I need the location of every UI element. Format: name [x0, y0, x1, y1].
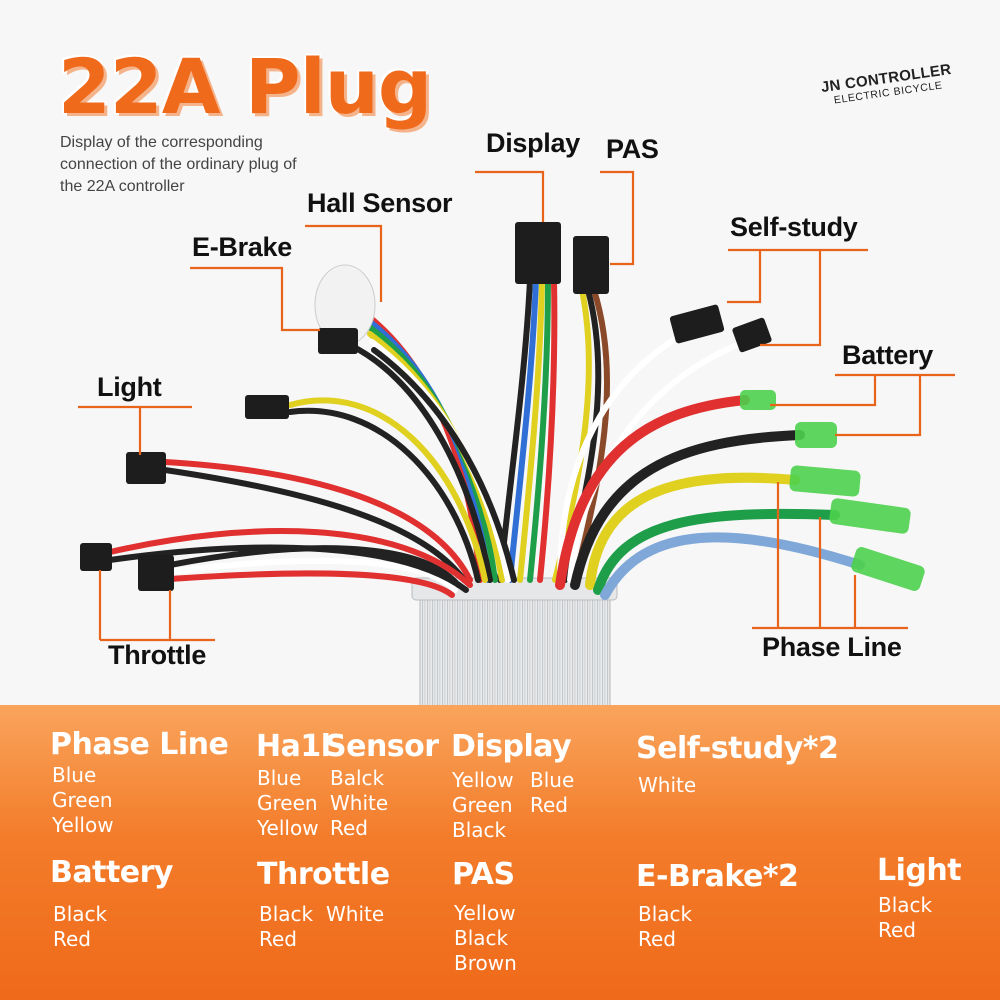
- e-brake-connector-3: [80, 543, 112, 571]
- label-self-study: Self-study: [730, 212, 858, 242]
- battery-terminal-2: [795, 422, 837, 448]
- legend-hall-item: Green: [257, 791, 318, 815]
- legend-throttle-item: Black: [259, 902, 314, 926]
- leader-lines: [78, 170, 955, 642]
- legend-battery-item: Black: [53, 902, 108, 926]
- legend-light-item: Black: [878, 893, 933, 917]
- label-e-brake: E-Brake: [192, 232, 292, 262]
- legend-pas-item: Black: [454, 926, 509, 950]
- legend-display-item: Green: [452, 793, 513, 817]
- phase-terminal-3: [851, 547, 925, 591]
- phase-terminal-1: [789, 465, 861, 497]
- self-study-connector-2: [732, 317, 772, 353]
- e-brake-connector-1: [318, 328, 358, 354]
- legend-e-brake-item: Red: [638, 927, 676, 951]
- legend-hall-title-a: Ha1l: [256, 729, 331, 764]
- throttle-connector: [138, 555, 174, 591]
- legend-hall-item: Balck: [330, 766, 385, 790]
- label-light: Light: [97, 372, 162, 402]
- legend-pas-title: PAS: [452, 857, 515, 892]
- legend-throttle-item: White: [326, 902, 385, 926]
- legend-light-item: Red: [878, 918, 916, 942]
- legend-hall-item: Red: [330, 816, 368, 840]
- phase-terminal-2: [829, 498, 911, 534]
- legend-display-item: Black: [452, 818, 507, 842]
- legend-hall-item: Yellow: [257, 816, 319, 840]
- legend-self-study-title: Self-study*2: [636, 731, 839, 766]
- battery-terminal-1: [740, 390, 776, 410]
- photo-area: 22A Plug Display of the corresponding co…: [56, 40, 955, 705]
- label-display: Display: [486, 128, 580, 158]
- legend-pas-item: Yellow: [454, 901, 516, 925]
- wire-color-legend: Phase Line Blue Green Yellow Ha1l Sensor…: [0, 705, 1000, 1000]
- legend-e-brake-title: E-Brake*2: [636, 859, 799, 894]
- light-connector: [126, 452, 166, 484]
- legend-display-item: Yellow: [452, 768, 514, 792]
- legend-hall-item: Blue: [257, 766, 302, 790]
- connectors: [80, 222, 925, 591]
- legend-display-item: Blue: [530, 768, 575, 792]
- legend-hall-title-b: Sensor: [325, 729, 439, 764]
- legend-battery-item: Red: [53, 927, 91, 951]
- legend-throttle-item: Red: [259, 927, 297, 951]
- legend-battery-title: Battery: [50, 855, 174, 890]
- self-study-connector-1: [669, 304, 725, 344]
- page-title: 22A Plug: [56, 41, 433, 133]
- label-throttle: Throttle: [108, 640, 207, 670]
- label-phase-line: Phase Line: [762, 632, 902, 662]
- display-connector: [515, 222, 561, 284]
- label-pas: PAS: [606, 134, 659, 164]
- legend-throttle-title: Throttle: [257, 857, 390, 892]
- label-battery: Battery: [842, 340, 933, 370]
- legend-hall-item: White: [330, 791, 389, 815]
- legend-pas-item: Brown: [454, 951, 517, 975]
- legend-light-title: Light: [877, 853, 962, 888]
- legend-e-brake-item: Black: [638, 902, 693, 926]
- controller-wiring-illustration: [78, 170, 955, 705]
- legend-display-item: Red: [530, 793, 568, 817]
- legend-display-title: Display: [451, 729, 572, 764]
- legend-phase-line-item: Green: [52, 788, 113, 812]
- e-brake-connector-2: [245, 395, 289, 419]
- label-hall-sensor: Hall Sensor: [307, 188, 453, 218]
- legend-phase-line-item: Yellow: [52, 813, 114, 837]
- legend-phase-line-title: Phase Line: [50, 727, 229, 762]
- page-subtitle: Display of the corresponding connection …: [60, 134, 297, 195]
- legend-phase-line-item: Blue: [52, 763, 97, 787]
- controller-box: [419, 589, 611, 705]
- pas-connector: [573, 236, 609, 294]
- wire-bundle: [107, 277, 865, 600]
- legend-self-study-item: White: [638, 773, 697, 797]
